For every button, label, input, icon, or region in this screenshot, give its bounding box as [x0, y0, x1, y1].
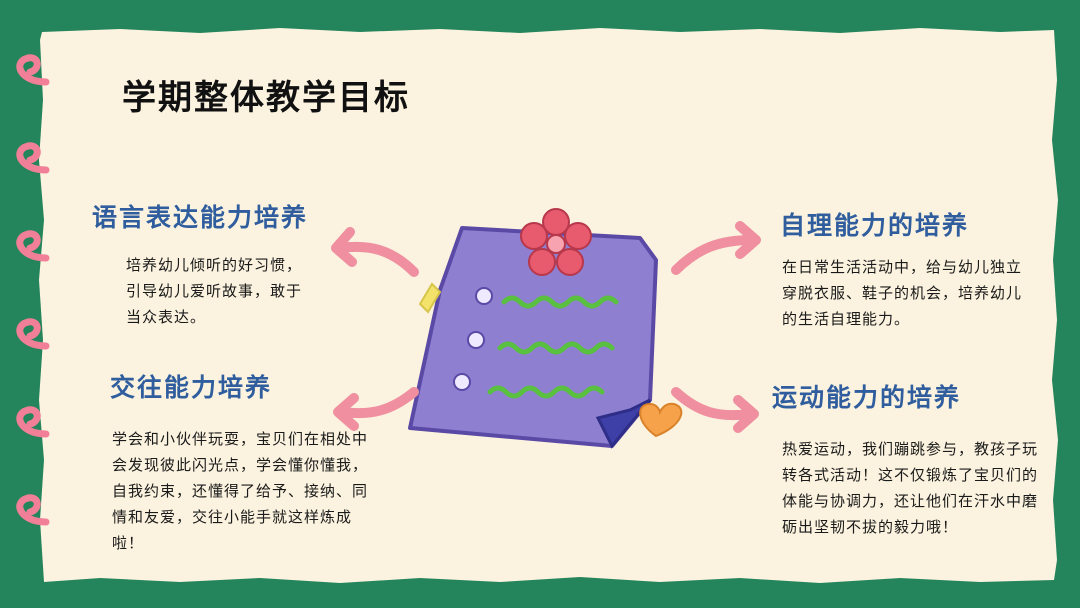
page-title: 学期整体教学目标: [122, 78, 410, 118]
binder-ring-icon: [16, 494, 50, 526]
binder-ring-icon: [16, 230, 50, 262]
binder-ring-icon: [16, 406, 50, 438]
arrow-icon: [337, 387, 419, 419]
arrow-icon: [671, 235, 757, 275]
flower-icon: [520, 208, 592, 276]
diamond-icon: [418, 282, 442, 314]
arrow-icon: [671, 387, 755, 421]
motor-body: 热爱运动，我们蹦跳参与，教孩子玩转各式活动！这不仅锻炼了宝贝们的体能与协调力，还…: [782, 440, 1039, 536]
selfcare-body: 在日常生活活动中，给与幼儿独立穿脱衣服、鞋子的机会，培养幼儿的生活自理能力。: [782, 258, 1023, 328]
social-heading: 交往能力培养: [110, 373, 273, 402]
language-body: 培养幼儿倾听的好习惯，引导幼儿爱听故事，敢于当众表达。: [126, 256, 303, 326]
binder-ring-icon: [16, 54, 50, 86]
arrow-icon: [335, 241, 419, 277]
social-body: 学会和小伙伴玩耍，宝贝们在相处中会发现彼此闪光点，学会懂你懂我，自我约束，还懂得…: [112, 430, 369, 552]
binder-ring-icon: [16, 142, 50, 174]
arrow-icon: [333, 393, 359, 431]
selfcare-heading: 自理能力的培养: [780, 211, 970, 240]
motor-heading: 运动能力的培养: [772, 383, 962, 412]
language-heading: 语言表达能力培养: [92, 203, 309, 232]
arrow-icon: [733, 395, 759, 433]
binder-rings: [16, 54, 50, 526]
binder-ring-icon: [16, 318, 50, 350]
heart-icon: [639, 402, 683, 438]
arrow-icon: [331, 227, 357, 267]
arrow-icon: [735, 221, 761, 259]
checklist-note-icon: [408, 226, 658, 449]
